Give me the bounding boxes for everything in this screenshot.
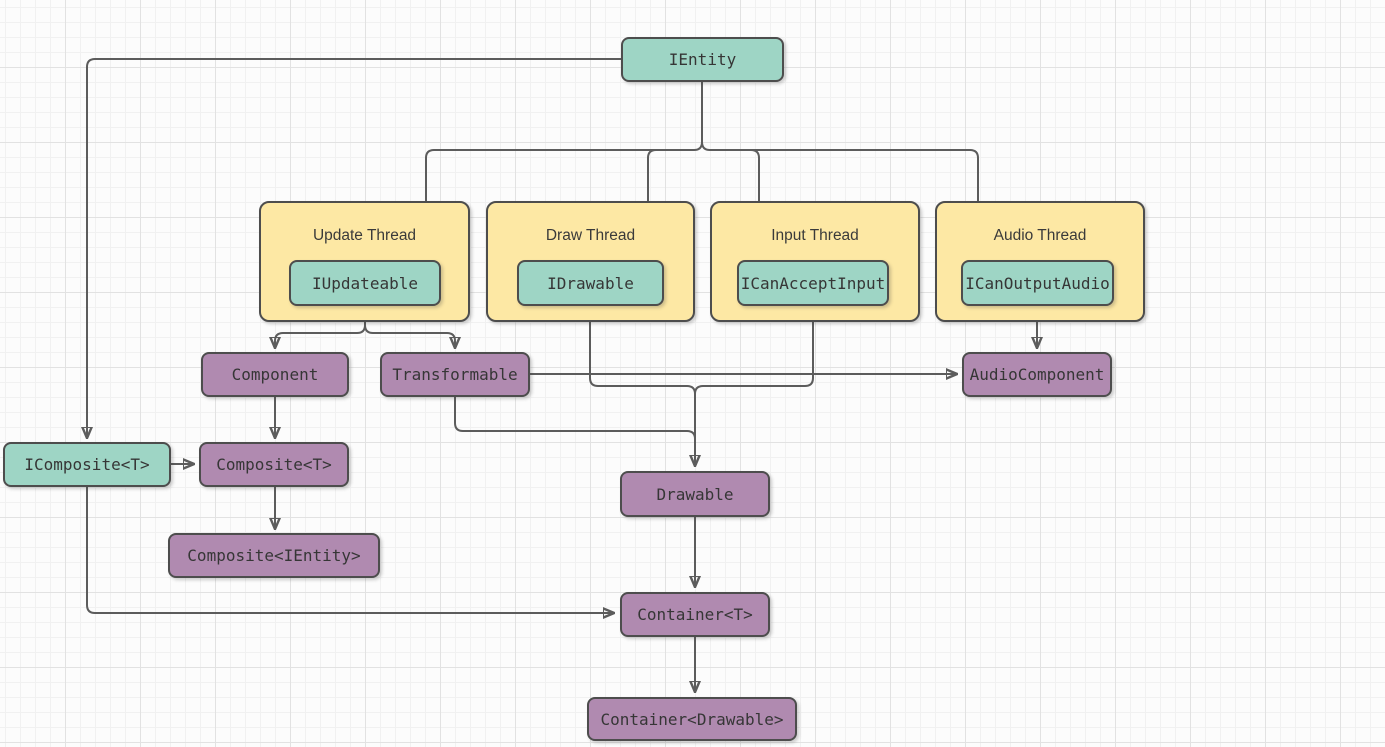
node-audiocomponent[interactable]: AudioComponent <box>962 352 1112 397</box>
node-composite-t-label: Composite<T> <box>216 455 332 474</box>
group-input-thread-title: Input Thread <box>771 227 859 244</box>
node-icomposite-t[interactable]: IComposite<T> <box>3 442 171 487</box>
edge-icomposite-t-container-t[interactable] <box>86 487 613 613</box>
node-idrawable-label: IDrawable <box>547 273 634 293</box>
group-audio-thread-title: Audio Thread <box>993 227 1087 244</box>
node-ientity-label: IEntity <box>668 50 737 69</box>
node-iupdateable-label: IUpdateable <box>312 273 418 293</box>
node-component[interactable]: Component <box>201 352 349 397</box>
node-icanacceptinput-label: ICanAcceptInput <box>740 273 886 293</box>
node-drawable[interactable]: Drawable <box>620 471 770 517</box>
node-idrawable[interactable]: IDrawable <box>517 260 664 306</box>
edge-ientity-icomposite-t[interactable] <box>87 58 621 437</box>
node-icanoutputaudio[interactable]: ICanOutputAudio <box>961 260 1114 306</box>
node-iupdateable[interactable]: IUpdateable <box>289 260 441 306</box>
edge-ientity-icanoutputaudio[interactable] <box>701 82 978 255</box>
edge-icanacceptinput-drawable[interactable] <box>694 306 814 465</box>
node-audiocomponent-label: AudioComponent <box>969 365 1105 384</box>
node-transformable[interactable]: Transformable <box>380 352 530 397</box>
node-container-drawable-label: Container<Drawable> <box>600 709 784 729</box>
node-transformable-label: Transformable <box>392 365 518 384</box>
node-container-t[interactable]: Container<T> <box>620 592 770 637</box>
node-composite-ientity[interactable]: Composite<IEntity> <box>168 533 380 578</box>
node-container-drawable[interactable]: Container<Drawable> <box>587 697 797 741</box>
node-container-t-label: Container<T> <box>637 605 753 624</box>
edge-iupdateable-transformable[interactable] <box>364 306 455 347</box>
group-update-thread-title: Update Thread <box>312 227 417 244</box>
edge-ientity-icanacceptinput[interactable] <box>750 149 759 255</box>
edge-ientity-idrawable[interactable] <box>648 149 657 255</box>
node-composite-t[interactable]: Composite<T> <box>199 442 349 487</box>
node-icanoutputaudio-label: ICanOutputAudio <box>965 273 1110 293</box>
node-icanacceptinput[interactable]: ICanAcceptInput <box>737 260 889 306</box>
node-icomposite-t-label: IComposite<T> <box>24 455 150 474</box>
edge-idrawable-drawable[interactable] <box>589 306 695 465</box>
node-component-label: Component <box>231 365 319 384</box>
edge-transformable-drawable[interactable] <box>454 397 696 465</box>
node-composite-ientity-label: Composite<IEntity> <box>187 546 361 565</box>
node-ientity[interactable]: IEntity <box>621 37 784 82</box>
group-draw-thread-title: Draw Thread <box>545 227 636 244</box>
node-drawable-label: Drawable <box>656 484 734 504</box>
